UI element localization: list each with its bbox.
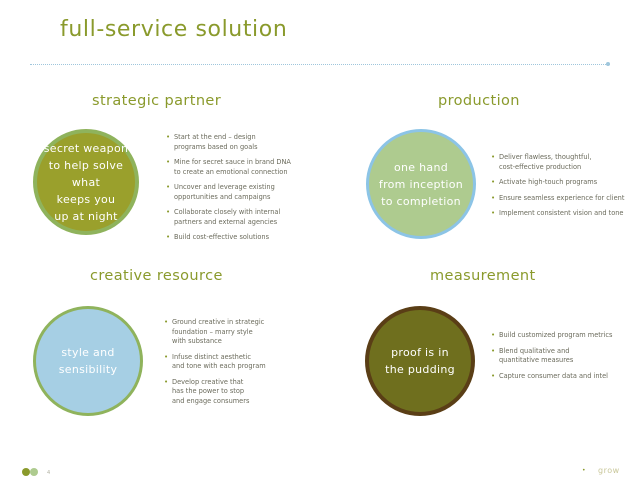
circle-text-production: one hand from inception to completion	[379, 159, 463, 210]
footer-dot-sage	[30, 468, 38, 476]
circle-line: to completion	[381, 194, 461, 208]
page-number: 4	[47, 470, 51, 476]
heading-creative-resource: creative resource	[90, 268, 223, 284]
bullet-item: Deliver flawless, thoughtful,cost-effect…	[491, 153, 633, 172]
circle-strategic-partner: secret weapon to help solve what keeps y…	[33, 129, 139, 235]
circle-text-strategic: secret weapon to help solve what keeps y…	[37, 140, 135, 225]
bullet-list-measurement: Build customized program metrics Blend q…	[491, 331, 631, 387]
bullet-item: Collaborate closely with internalpartner…	[166, 208, 306, 227]
circle-line: style and	[61, 346, 115, 359]
bullet-item: Implement consistent vision and tone	[491, 209, 633, 219]
heading-production: production	[438, 93, 520, 109]
circle-line: the pudding	[385, 363, 455, 376]
circle-text-creative: style and sensibility	[59, 344, 118, 378]
circle-line: one hand	[393, 160, 449, 174]
circle-production: one hand from inception to completion	[366, 129, 476, 239]
bullet-list-production: Deliver flawless, thoughtful,cost-effect…	[491, 153, 633, 225]
circle-line: proof is in	[391, 346, 449, 359]
bullet-item: Uncover and leverage existingopportuniti…	[166, 183, 306, 202]
circle-line: secret weapon	[43, 141, 129, 155]
page-title: full-service solution	[60, 17, 288, 42]
heading-strategic-partner: strategic partner	[92, 93, 222, 109]
bullet-item: Activate high-touch programs	[491, 178, 633, 188]
circle-measurement: proof is in the pudding	[365, 306, 475, 416]
circle-line: up at night	[54, 209, 118, 223]
circle-creative-resource: style and sensibility	[33, 306, 143, 416]
bullet-item: Ensure seamless experience for client	[491, 194, 633, 204]
title-divider	[30, 64, 610, 65]
circle-line: sensibility	[58, 363, 118, 376]
bullet-item: Build cost-effective solutions	[166, 233, 306, 243]
brand-logo-text: grow	[598, 466, 620, 475]
heading-measurement: measurement	[430, 268, 536, 284]
brand-bullet: •	[582, 467, 587, 474]
bullet-item: Capture consumer data and intel	[491, 372, 631, 382]
footer-dot-olive	[22, 468, 30, 476]
circle-line: keeps you	[56, 192, 116, 206]
circle-text-measurement: proof is in the pudding	[385, 344, 455, 378]
circle-line: to help solve what	[48, 158, 124, 189]
bullet-item: Build customized program metrics	[491, 331, 631, 341]
divider-end-dot	[606, 62, 610, 66]
circle-line: from inception	[378, 177, 464, 191]
